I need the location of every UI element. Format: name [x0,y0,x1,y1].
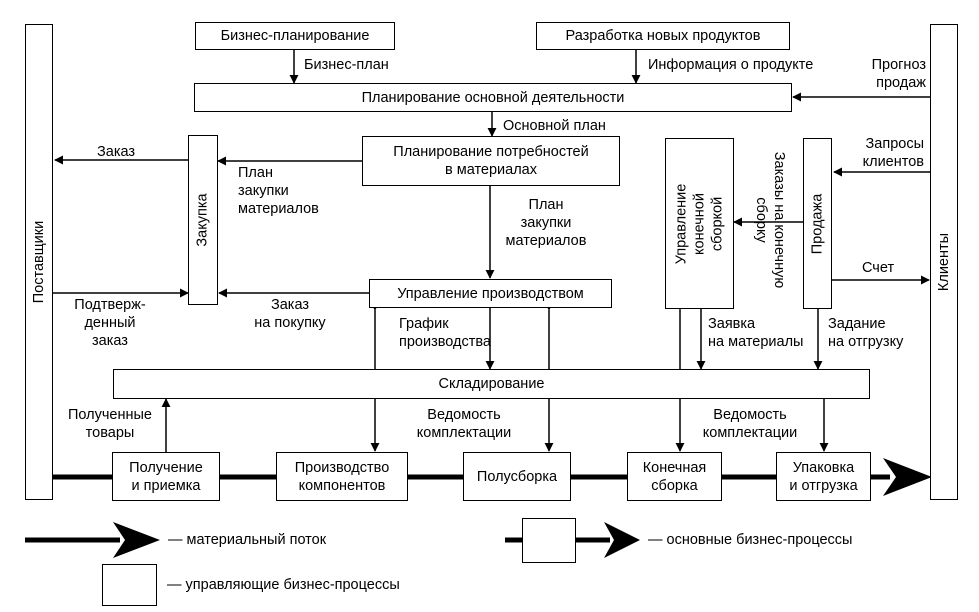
kitting-list-1-label: Ведомость комплектации [416,407,512,441]
legend-core-process-box [522,518,576,563]
master-plan-label: Основной план [503,118,606,134]
purchase-plan-left-label: План закупки материалов [238,165,319,217]
mrp-box: Планирование потребностей в материалах [362,136,620,186]
invoice-label: Счет [862,260,895,276]
confirmed-order-label: Подтверж- денный заказ [74,297,146,349]
client-requests-label: Запросы клиентов [862,136,924,170]
production-schedule-label: График производства [399,316,491,350]
legend-core-process-arrowhead [604,522,640,558]
final-assembly-mgmt-label: Управление конечной сборкой [673,183,726,264]
sales-label: Продажа [809,193,826,254]
clients-label: Клиенты [936,232,952,292]
subassembly-box: Полусборка [463,452,571,501]
kitting-list-2-label: Ведомость комплектации [702,407,798,441]
final-assembly-orders-label: Заказы на конечную сборку [753,151,787,289]
legend-control-process-box [102,564,157,606]
purchasing-label: Закупка [195,193,212,247]
new-products-box: Разработка новых продуктов [536,22,790,50]
packing-shipping-label: Упаковка и отгрузка [789,459,858,494]
packing-shipping-box: Упаковка и отгрузка [776,452,871,501]
production-mgmt-label: Управление производством [397,285,584,302]
order-label: Заказ [97,144,136,160]
purchase-plan-center-label: План закупки материалов [505,197,587,249]
receiving-label: Получение и приемка [129,459,203,494]
legend-control-processes-text: — управляющие бизнес-процессы [167,577,400,593]
legend-material-flow-text: — материальный поток [168,532,327,548]
shipping-task-label: Задание на отгрузку [828,316,904,350]
material-flow-arrowhead [883,458,932,496]
business-plan-label: Бизнес-план [304,57,389,73]
business-planning-box: Бизнес-планирование [195,22,395,50]
mrp-label: Планирование потребностей в материалах [393,144,589,178]
sales-forecast-label: Прогноз продаж [871,57,926,91]
legend-core-processes-text: — основные бизнес-процессы [648,532,853,548]
clients-column: Клиенты [930,24,958,500]
suppliers-column: Поставщики [25,24,53,500]
suppliers-label: Поставщики [31,220,47,304]
final-assembly-label: Конечная сборка [642,459,707,494]
final-assembly-box: Конечная сборка [627,452,722,501]
receiving-box: Получение и приемка [112,452,220,501]
purchasing-box: Закупка [188,135,218,305]
components-production-box: Производство компонентов [276,452,408,501]
subassembly-label: Полусборка [476,468,558,485]
legend-material-flow-arrowhead [113,522,160,558]
components-production-label: Производство компонентов [294,459,390,494]
business-planning-label: Бизнес-планирование [220,28,370,44]
final-assembly-mgmt-box: Управление конечной сборкой [665,138,734,309]
product-info-label: Информация о продукте [648,57,814,73]
sales-box: Продажа [803,138,832,309]
core-planning-box: Планирование основной деятельности [194,83,792,112]
core-planning-label: Планирование основной деятельности [361,89,625,106]
purchase-order-label: Заказ на покупку [254,297,326,331]
production-mgmt-box: Управление производством [369,279,612,308]
material-request-label: Заявка на материалы [708,316,804,350]
warehousing-box: Складирование [113,369,870,399]
warehousing-label: Складирование [438,376,545,392]
new-products-label: Разработка новых продуктов [565,28,761,44]
received-goods-label: Полученные товары [68,407,152,441]
